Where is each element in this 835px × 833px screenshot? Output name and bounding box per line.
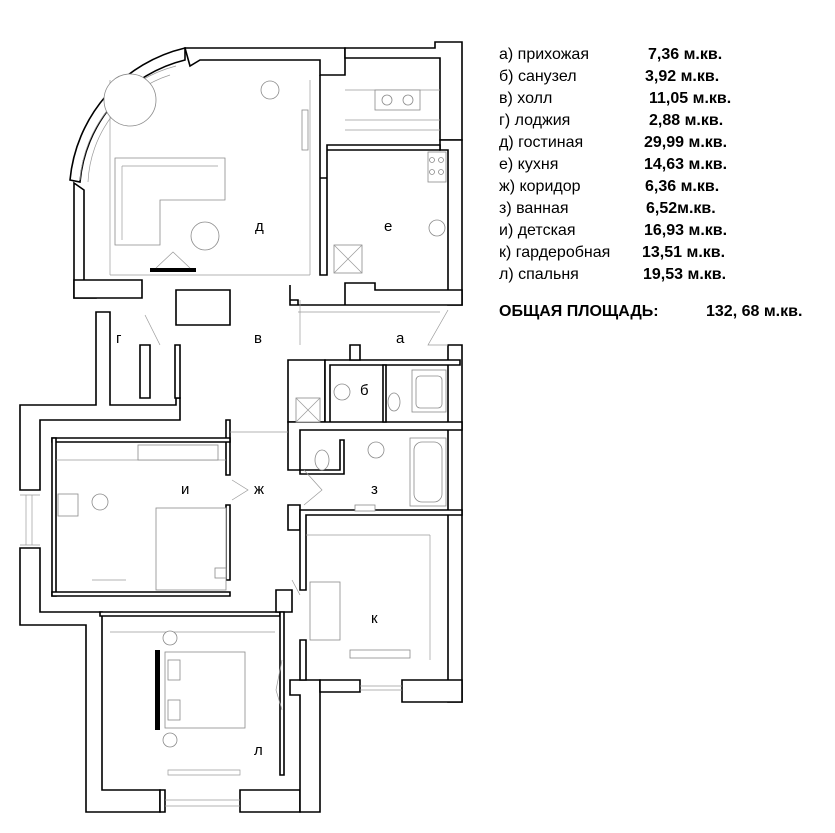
- legend-room-area: 14,63 м.кв.: [644, 156, 728, 173]
- total-area-label: ОБЩАЯ ПЛОЩАДЬ:: [499, 303, 659, 320]
- legend-row-e: е) кухня 14,63 м.кв.: [499, 154, 829, 176]
- legend-room-area: 13,51 м.кв.: [642, 244, 726, 261]
- room-label-a: а: [396, 330, 405, 347]
- legend-room-name: е) кухня: [499, 156, 559, 173]
- legend-room-area: 7,36 м.кв.: [648, 46, 723, 63]
- legend-room-name: л) спальня: [499, 266, 579, 283]
- legend-row-g: г) лоджия 2,88 м.кв.: [499, 110, 829, 132]
- room-labels: д е г в а б и ж з к л: [116, 218, 405, 759]
- legend-room-area: 19,53 м.кв.: [643, 266, 727, 283]
- room-label-l: л: [254, 742, 263, 759]
- legend-row-b: б) санузел 3,92 м.кв.: [499, 66, 829, 88]
- legend-row-l: л) спальня 19,53 м.кв.: [499, 264, 829, 286]
- room-label-z: з: [371, 481, 378, 498]
- room-label-zh: ж: [254, 481, 264, 498]
- legend-room-area: 3,92 м.кв.: [645, 68, 720, 85]
- legend-row-d: д) гостиная 29,99 м.кв.: [499, 132, 829, 154]
- legend-room-area: 2,88 м.кв.: [649, 112, 724, 129]
- room-legend: а) прихожая 7,36 м.кв. б) санузел 3,92 м…: [499, 44, 829, 286]
- legend-row-k: к) гардеробная 13,51 м.кв.: [499, 242, 829, 264]
- legend-room-name: в) холл: [499, 90, 553, 107]
- legend-room-name: г) лоджия: [499, 112, 571, 129]
- legend-room-area: 11,05 м.кв.: [649, 90, 732, 107]
- room-label-d: д: [255, 218, 264, 235]
- legend-row-a: а) прихожая 7,36 м.кв.: [499, 44, 829, 66]
- legend-row-i: и) детская 16,93 м.кв.: [499, 220, 829, 242]
- total-area-value: 132, 68 м.кв.: [706, 303, 803, 320]
- room-label-k: к: [371, 610, 378, 627]
- room-label-g: г: [116, 330, 122, 347]
- legend-room-name: д) гостиная: [499, 134, 584, 151]
- legend-room-name: а) прихожая: [499, 46, 589, 63]
- legend-room-name: з) ванная: [499, 200, 569, 217]
- legend-row-v: в) холл 11,05 м.кв.: [499, 88, 829, 110]
- room-label-i: и: [181, 481, 189, 498]
- legend-room-name: к) гардеробная: [499, 244, 611, 261]
- legend-room-area: 6,36 м.кв.: [645, 178, 720, 195]
- furniture: [57, 73, 447, 776]
- legend-room-name: и) детская: [499, 222, 576, 239]
- outer-walls: [19, 41, 463, 813]
- legend-row-z: з) ванная 6,52м.кв.: [499, 198, 829, 220]
- legend-room-name: б) санузел: [499, 68, 577, 85]
- legend-room-name: ж) коридор: [499, 178, 581, 195]
- legend-room-area: 16,93 м.кв.: [644, 222, 728, 239]
- legend-room-area: 29,99 м.кв.: [644, 134, 728, 151]
- room-label-e: е: [384, 218, 392, 235]
- legend-row-zh: ж) коридор 6,36 м.кв.: [499, 176, 829, 198]
- legend-room-area: 6,52м.кв.: [646, 200, 716, 217]
- room-label-v: в: [254, 330, 262, 347]
- room-label-b: б: [360, 382, 369, 399]
